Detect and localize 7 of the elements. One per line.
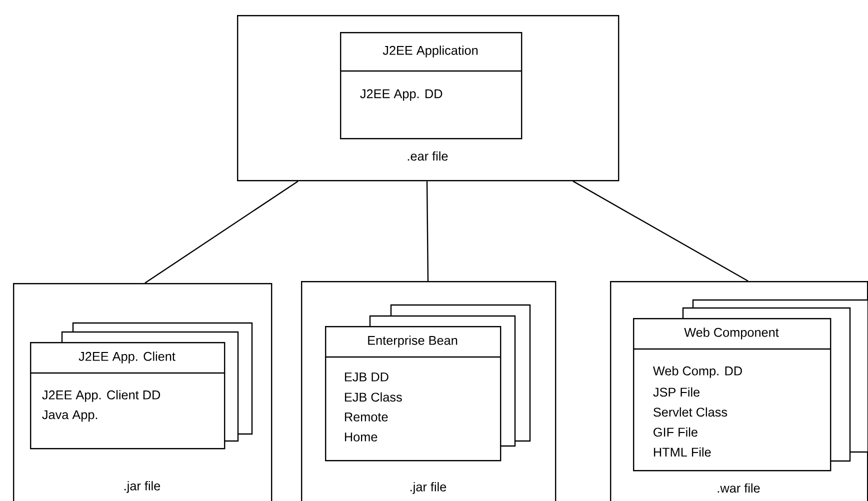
- component-card: Enterprise Bean EJB DD EJB Class Remote Home: [325, 326, 502, 462]
- connector-line: [572, 180, 748, 282]
- connector-line: [426, 181, 429, 282]
- component-card: J2EE App. Client J2EE App. Client DD Java App.: [30, 342, 226, 450]
- component-card: Web Component Web Comp. DD JSP File Servlet Class GIF File HTML File: [633, 318, 832, 472]
- connector-line: [144, 180, 298, 284]
- component-card: J2EE Application J2EE App. DD: [340, 32, 522, 140]
